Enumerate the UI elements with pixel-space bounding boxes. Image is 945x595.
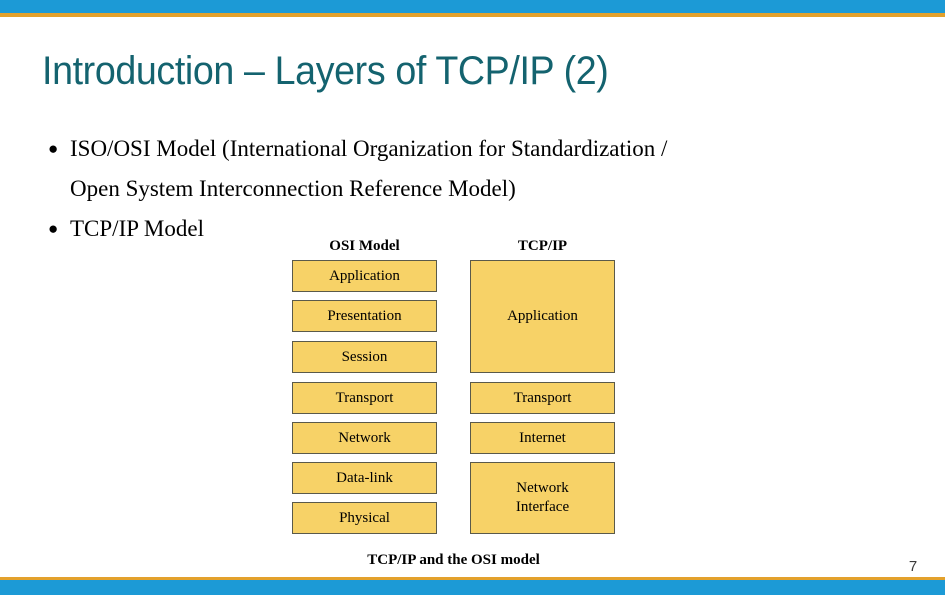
bottom-gold-rule	[0, 577, 945, 580]
osi-layer-network: Network	[292, 422, 437, 454]
list-item-text: ISO/OSI Model (International Organizatio…	[70, 129, 922, 209]
list-item-line-1: ISO/OSI Model (International Organizatio…	[70, 136, 668, 161]
tcpip-layer-network-interface: Network Interface	[470, 462, 615, 534]
tcpip-layer-internet: Internet	[470, 422, 615, 454]
osi-layer-transport: Transport	[292, 382, 437, 414]
osi-layer-presentation: Presentation	[292, 300, 437, 332]
column-header-osi: OSI Model	[329, 238, 400, 254]
list-item: ● ISO/OSI Model (International Organizat…	[42, 129, 922, 209]
osi-layer-data-link: Data-link	[292, 462, 437, 494]
list-item: ● TCP/IP Model	[42, 209, 922, 249]
column-header-tcpip: TCP/IP	[517, 238, 568, 254]
list-item-text: TCP/IP Model	[70, 209, 922, 249]
bullet-marker-icon: ●	[48, 219, 59, 238]
page-title: Introduction – Layers of TCP/IP (2)	[42, 49, 609, 93]
list-item-line-2: Open System Interconnection Reference Mo…	[70, 176, 516, 201]
osi-layer-application: Application	[292, 260, 437, 292]
top-blue-band	[0, 0, 945, 13]
tcpip-layer-application: Application	[470, 260, 615, 373]
list-item-line-1: TCP/IP Model	[70, 216, 204, 241]
top-gold-rule	[0, 13, 945, 17]
bottom-blue-band	[0, 580, 945, 595]
tcpip-layer-transport: Transport	[470, 382, 615, 414]
bullet-marker-icon: ●	[48, 139, 59, 158]
diagram-caption: TCP/IP and the OSI model	[367, 552, 540, 568]
page-number: 7	[908, 558, 918, 575]
osi-layer-physical: Physical	[292, 502, 437, 534]
bullet-list: ● ISO/OSI Model (International Organizat…	[42, 129, 922, 249]
osi-layer-session: Session	[292, 341, 437, 373]
